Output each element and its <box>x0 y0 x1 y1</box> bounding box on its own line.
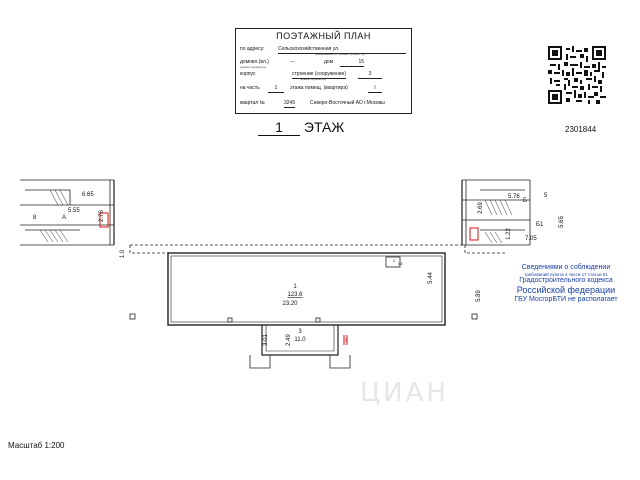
part-label: на часть <box>240 85 260 91</box>
right-122: 1.22 <box>506 228 512 240</box>
scale-label: Масштаб 1:200 <box>8 441 65 450</box>
dom-label: дом <box>324 59 334 65</box>
house-label: домовл.(вл.) <box>240 59 269 65</box>
plan-title: ПОЭТАЖНЫЙ ПЛАН <box>276 31 371 41</box>
outline-right <box>464 245 505 254</box>
floor-heading: 1 ЭТАЖ <box>258 119 344 136</box>
right-stair-letter: Б <box>523 198 527 204</box>
address-label: по адресу: <box>240 46 265 52</box>
left-stair-small: 8 <box>33 215 37 221</box>
room-1-tag-b: 03 <box>398 261 403 266</box>
part-value: 1 <box>268 85 284 93</box>
floor-number: 1 <box>258 119 300 136</box>
left-offset: 1.0 <box>120 249 126 258</box>
room-1-tag-a: 2 <box>393 258 396 263</box>
outline-left <box>129 245 168 254</box>
kvartal-label: квартал № <box>240 100 265 106</box>
stroenie-label: строение (сооружение) <box>292 71 347 79</box>
notice-line-2: требований пункта 4 части 17 статьи 51 <box>524 272 608 278</box>
room-1-area: 123.6 <box>287 292 303 298</box>
stroenie-value: 3 <box>358 71 382 79</box>
right-red-label: I <box>477 232 479 238</box>
room-1-length: 23.20 <box>282 301 298 307</box>
right-stair-top-1: 5.76 <box>508 194 520 200</box>
left-stair-mid: 5.55 <box>68 208 80 214</box>
compliance-notice: Сведениями о соблюдении требований пункт… <box>506 264 626 304</box>
right-red-mark <box>469 227 479 241</box>
room-1-number: 1 <box>293 284 297 290</box>
right-b1: Б1 <box>536 222 544 228</box>
floor-label: этажа помещ. (квартира) <box>290 85 348 91</box>
room-1-depth-right: 5.44 <box>428 272 434 284</box>
house-dash: --- <box>290 59 295 65</box>
room-3-mark: II <box>343 338 347 344</box>
room-3-number: 3 <box>298 329 302 335</box>
district: Северо-Восточный АО г.Москвы <box>310 100 385 106</box>
notice-line-1: Сведениями о соблюдении <box>521 264 611 271</box>
outer-depth-right: 5.89 <box>476 290 482 302</box>
address-value: Сельскохозяйственная ул. <box>278 46 406 54</box>
korpus-label: корпус <box>240 71 256 77</box>
right-705: 7.05 <box>525 236 537 242</box>
kvartal-value: 3245 <box>284 100 296 108</box>
document-code: 2301844 <box>565 125 597 134</box>
floor-label: ЭТАЖ <box>303 119 345 135</box>
left-red-mark <box>99 212 109 228</box>
right-stair-side: 2.69 <box>478 202 484 214</box>
qr-code-icon <box>548 46 606 104</box>
room-1-outline <box>167 252 446 326</box>
notice-line-4: Российской федерации <box>516 285 616 296</box>
room-3-height-left: 3.01 <box>263 334 269 346</box>
address-hint: (наименование ул, бульвар, проезд и т.д.… <box>315 52 366 56</box>
watermark: ЦИАН <box>360 378 449 408</box>
notice-line-3: Градостроительного кодекса <box>519 277 613 285</box>
left-stair-top: 6.65 <box>82 192 94 198</box>
room-3-height-inner: 2.49 <box>286 334 292 346</box>
left-stair-letter: A <box>62 215 66 221</box>
house-hint: (нужное подчеркнуть) <box>240 65 267 69</box>
right-stair-top-2: 5 <box>544 193 548 199</box>
room-3-outline <box>261 325 339 356</box>
dom-value: 15 <box>340 59 364 67</box>
room-3-area: 11.0 <box>294 337 306 343</box>
right-565: 5.65 <box>559 216 565 228</box>
floor-value: I <box>368 85 382 93</box>
stroenie-hint: (нужное подчеркнуть) <box>300 77 327 81</box>
left-stair-side: 2.76 <box>99 210 105 222</box>
notice-line-5: ГБУ МосгорБТИ не располагает <box>514 295 618 303</box>
title-block: ПОЭТАЖНЫЙ ПЛАН по адресу: Сельскохозяйст… <box>235 28 412 114</box>
